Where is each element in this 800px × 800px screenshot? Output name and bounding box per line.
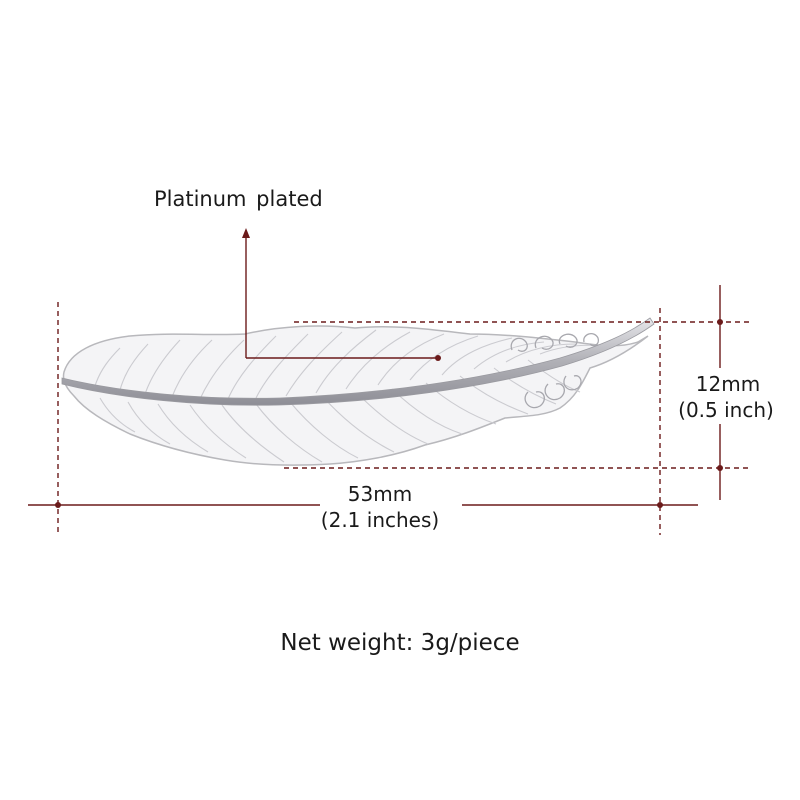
- feather-barbs: [94, 329, 609, 463]
- feather-curls: [510, 332, 600, 409]
- feather-shaft: [61, 317, 655, 406]
- width-inch-label: (2.1 inches): [320, 508, 440, 532]
- dimension-markers: [55, 228, 723, 508]
- material-leader-dot: [435, 355, 441, 361]
- dimension-lines: [28, 236, 750, 535]
- height-top-dot: [717, 319, 723, 325]
- width-right-dot: [657, 502, 663, 508]
- net-weight-label: Net weight: 3g/piece: [280, 630, 520, 656]
- width-mm-label: 53mm: [347, 482, 413, 506]
- material-label: Platinum plated: [154, 187, 323, 211]
- material-arrowhead: [242, 228, 250, 238]
- width-left-dot: [55, 502, 61, 508]
- height-mm-label: 12mm: [695, 372, 761, 396]
- feather-illustration: [61, 317, 655, 466]
- height-bottom-dot: [717, 465, 723, 471]
- height-inch-label: (0.5 inch): [678, 398, 774, 422]
